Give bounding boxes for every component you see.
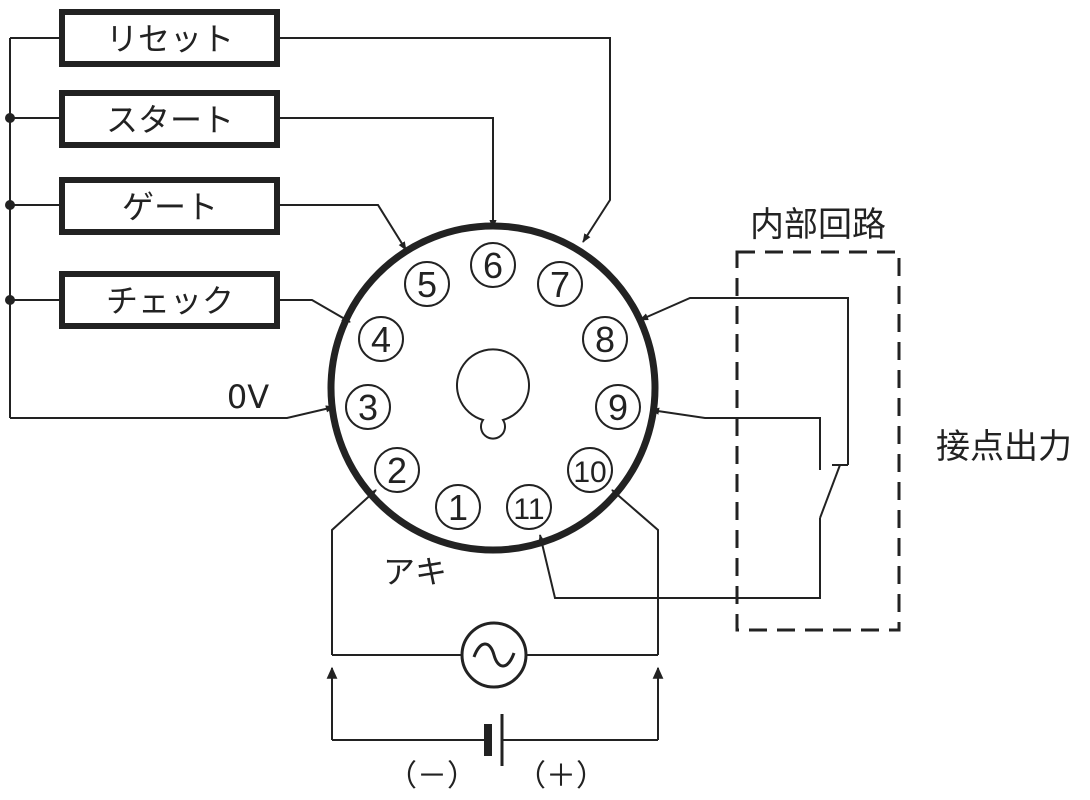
reset-wire [277, 37, 611, 243]
battery-icon [484, 714, 504, 766]
contact-wire-pin8 [639, 297, 849, 465]
reset-input-box: リセット [59, 9, 280, 67]
svg-text:8: 8 [595, 319, 615, 360]
junction-dot [5, 200, 15, 210]
zero-volt-wire [10, 405, 335, 419]
plus-label: （＋） [516, 759, 606, 794]
zero-volt-label: 0V [227, 378, 269, 416]
junction-dot [5, 113, 15, 123]
check-wire [277, 299, 351, 323]
gate-input-box: ゲート [59, 177, 280, 235]
pin-3: 3 [345, 384, 391, 430]
contact-output-label: 接点出力 [936, 427, 1072, 467]
junction-dot [5, 295, 15, 305]
pin-9: 9 [595, 384, 641, 430]
svg-text:3: 3 [358, 387, 378, 428]
svg-text:7: 7 [550, 264, 570, 305]
contact-switch-icon [819, 464, 841, 519]
ac-source-icon [460, 621, 528, 689]
socket-keyway [456, 348, 530, 440]
pin-8: 8 [582, 316, 628, 362]
svg-text:9: 9 [608, 387, 628, 428]
contact-wire-pin9 [650, 407, 821, 470]
check-label: チェック [106, 282, 234, 320]
internal-circuit-box [735, 250, 901, 632]
power-wire-pin2 [331, 489, 377, 655]
svg-text:2: 2 [387, 450, 407, 491]
start-label: スタート [106, 101, 234, 139]
pin-4: 4 [358, 316, 404, 362]
reset-label: リセット [106, 20, 234, 58]
pin-1: 1 [435, 484, 481, 530]
svg-text:11: 11 [513, 493, 544, 526]
gate-wire [277, 204, 407, 251]
svg-text:5: 5 [417, 264, 437, 305]
internal-circuit-label: 内部回路 [750, 205, 886, 245]
check-input-box: チェック [59, 271, 280, 329]
pin-7: 7 [537, 261, 583, 307]
pin-2: 2 [374, 447, 420, 493]
power-wire-pin10 [611, 489, 659, 655]
svg-text:1: 1 [448, 487, 468, 528]
gate-label: ゲート [122, 188, 218, 226]
svg-text:4: 4 [371, 319, 391, 360]
start-wire [277, 117, 497, 229]
svg-text:6: 6 [483, 245, 503, 286]
pin-5: 5 [404, 261, 450, 307]
contact-wire-pin11 [538, 518, 821, 599]
pin-11: 11 [506, 484, 552, 530]
pin-10: 10 [567, 447, 613, 493]
socket-outline [327, 222, 659, 554]
unused-pin-label: アキ [383, 553, 447, 591]
start-input-box: スタート [59, 90, 280, 148]
minus-label: （－） [387, 759, 477, 794]
pin-6: 6 [470, 242, 516, 288]
svg-text:10: 10 [573, 456, 606, 489]
